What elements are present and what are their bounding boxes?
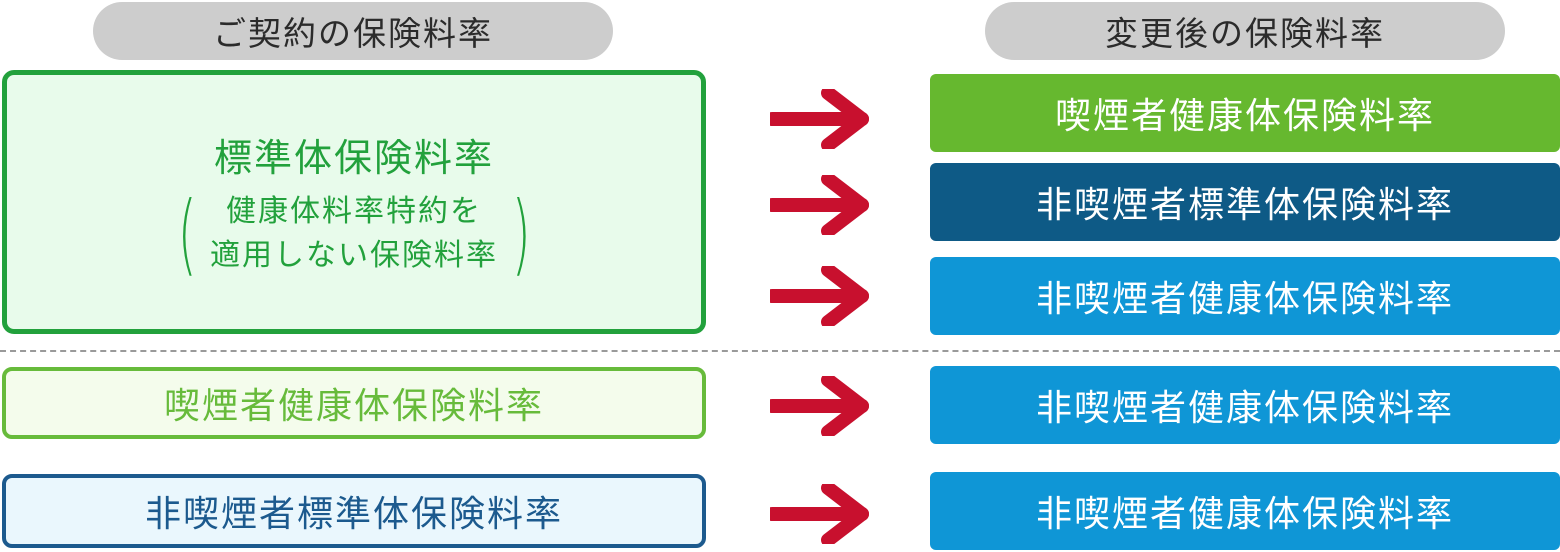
new-smoker-healthy-rate-box: 喫煙者健康体保険料率 [930, 74, 1560, 152]
current-standard-rate-title: 標準体保険料率 [213, 135, 494, 180]
arrow-right-icon [770, 266, 869, 326]
new-nonsmoker-healthy-rate-box: 非喫煙者健康体保険料率 [930, 472, 1560, 550]
open-paren: ( [177, 181, 197, 285]
note-line-2: 適用しない保険料率 [210, 237, 498, 273]
new-rate-label: 喫煙者健康体保険料率 [1054, 96, 1435, 137]
header-new-rate: 変更後の保険料率 [985, 2, 1505, 60]
current-nonsmoker-standard-rate-label: 非喫煙者標準体保険料率 [144, 494, 563, 535]
arrow-right-icon [770, 376, 869, 436]
section-divider [0, 350, 1560, 352]
current-nonsmoker-standard-rate-box: 非喫煙者標準体保険料率 [2, 474, 706, 548]
note-text: 健康体料率特約を 適用しない保険料率 [204, 190, 504, 278]
new-nonsmoker-standard-rate-box: 非喫煙者標準体保険料率 [930, 163, 1560, 241]
new-rate-label: 非喫煙者健康体保険料率 [1035, 388, 1454, 429]
new-nonsmoker-healthy-rate-box: 非喫煙者健康体保険料率 [930, 366, 1560, 444]
new-rate-label: 非喫煙者健康体保険料率 [1035, 494, 1454, 535]
close-paren: ) [511, 181, 531, 285]
new-rate-label: 非喫煙者標準体保険料率 [1035, 185, 1454, 226]
new-rate-label: 非喫煙者健康体保険料率 [1035, 279, 1454, 320]
current-standard-rate-box: 標準体保険料率 ( 健康体料率特約を 適用しない保険料率 ) [2, 70, 706, 334]
current-standard-rate-note: ( 健康体料率特約を 適用しない保険料率 ) [170, 181, 539, 285]
header-current-rate: ご契約の保険料率 [93, 2, 613, 60]
header-current-rate-label: ご契約の保険料率 [213, 14, 493, 53]
arrow-right-icon [770, 175, 869, 235]
new-nonsmoker-healthy-rate-box: 非喫煙者健康体保険料率 [930, 257, 1560, 335]
arrow-right-icon [770, 89, 869, 149]
current-smoker-healthy-rate-box: 喫煙者健康体保険料率 [2, 367, 706, 439]
arrow-right-icon [770, 484, 869, 544]
note-line-1: 健康体料率特約を [226, 193, 482, 229]
header-new-rate-label: 変更後の保険料率 [1105, 14, 1385, 53]
current-smoker-healthy-rate-label: 喫煙者健康体保険料率 [163, 386, 544, 427]
